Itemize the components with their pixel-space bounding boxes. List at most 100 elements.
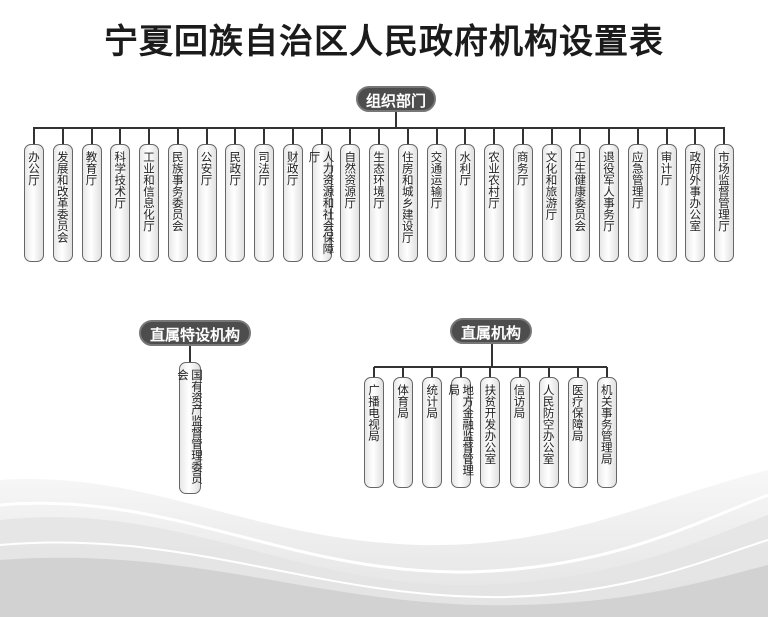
departments-connector (608, 128, 610, 144)
departments-unit-label: 政府外事办公室 (688, 151, 703, 232)
departments-unit-box: 自然资源厅 (340, 144, 361, 262)
departments-connector (320, 128, 323, 144)
direct-unit-box: 地方金融监督管理局 (447, 377, 475, 488)
direct-unit-box: 广播电视局 (364, 377, 384, 488)
direct-unit-label: 信访局 (512, 384, 527, 419)
departments-connector (493, 128, 495, 144)
departments-connector (435, 128, 438, 144)
departments-unit-label: 卫生健康委员会 (573, 151, 588, 232)
departments-unit-label: 退役军人事务厅 (602, 151, 616, 232)
departments-unit-box: 财政厅 (282, 144, 303, 262)
departments-unit-label: 办公厅 (27, 151, 41, 186)
direct-connector (489, 367, 492, 377)
departments-unit-label: 市场监督管理厅 (717, 151, 731, 232)
special-unit-box: 国有资产监督管理委员会 (176, 362, 204, 494)
departments-connector (723, 128, 725, 144)
departments-connector (61, 128, 64, 144)
special-unit-label: 国有资产监督管理委员会 (176, 369, 204, 484)
direct-connector (576, 367, 579, 377)
departments-unit-box: 人力资源和社会保障厅 (308, 144, 336, 262)
direct-connector (431, 367, 434, 377)
departments-connector (550, 128, 553, 144)
special-label: 直属特设机构 (139, 320, 251, 346)
direct-unit-label: 医疗保障局 (570, 384, 585, 442)
departments-connector (378, 128, 380, 144)
direct-unit-box: 体育局 (393, 377, 414, 488)
direct-unit-label: 广播电视局 (367, 384, 381, 442)
departments-unit-label: 人力资源和社会保障厅 (307, 151, 336, 255)
direct-unit-label: 机关事务管理局 (599, 384, 614, 465)
direct-unit-box: 统计局 (422, 377, 443, 488)
departments-connector (665, 128, 668, 144)
departments-unit-box: 科学技术厅 (110, 144, 131, 262)
departments-unit-box: 司法厅 (254, 144, 274, 262)
departments-unit-label: 民族事务委员会 (170, 151, 185, 232)
departments-unit-box: 审计厅 (656, 144, 677, 262)
departments-unit-label: 工业和信息化厅 (142, 151, 156, 232)
departments-unit-box: 民族事务委员会 (167, 144, 188, 262)
departments-connector (148, 128, 150, 144)
departments-connector (579, 128, 582, 144)
departments-unit-box: 生态环境厅 (369, 144, 389, 262)
departments-connector (119, 128, 122, 144)
departments-unit-label: 水利厅 (458, 151, 473, 186)
departments-connector (176, 128, 179, 144)
direct-connector (518, 367, 521, 377)
departments-unit-box: 交通运输厅 (426, 144, 447, 262)
departments-connector (349, 128, 352, 144)
departments-unit-label: 自然资源厅 (343, 151, 358, 209)
departments-unit-box: 工业和信息化厅 (139, 144, 159, 262)
direct-unit-box: 人民防空办公室 (538, 377, 559, 488)
departments-unit-label: 生态环境厅 (372, 151, 386, 209)
departments-unit-box: 卫生健康委员会 (570, 144, 591, 262)
departments-unit-label: 科学技术厅 (113, 151, 128, 209)
departments-unit-box: 民政厅 (225, 144, 246, 262)
departments-connector (636, 128, 639, 144)
departments-unit-label: 民政厅 (228, 151, 243, 186)
direct-unit-label: 统计局 (425, 384, 440, 419)
departments-connector (291, 128, 294, 144)
direct-unit-label: 体育局 (396, 384, 411, 419)
departments-unit-box: 应急管理厅 (627, 144, 648, 262)
departments-unit-label: 审计厅 (659, 151, 674, 186)
direct-connector (605, 367, 608, 377)
departments-unit-label: 文化和旅游厅 (544, 151, 559, 220)
direct-connector (460, 367, 463, 377)
departments-connector (263, 128, 265, 144)
departments-unit-box: 公安厅 (196, 144, 217, 262)
page-title: 宁夏回族自治区人民政府机构设置表 (104, 22, 664, 62)
special-stem (189, 346, 191, 364)
departments-label: 组织部门 (356, 86, 436, 112)
departments-unit-box: 文化和旅游厅 (541, 144, 562, 262)
departments-unit-label: 住房和城乡建设厅 (400, 151, 415, 243)
direct-connector (373, 367, 375, 377)
direct-unit-box: 医疗保障局 (567, 377, 588, 488)
departments-unit-box: 政府外事办公室 (685, 144, 706, 262)
departments-unit-label: 发展和改革委员会 (55, 151, 70, 243)
direct-connector (547, 367, 550, 377)
departments-connector (33, 128, 35, 144)
departments-connector (205, 128, 208, 144)
departments-unit-box: 水利厅 (455, 144, 476, 262)
direct-unit-label: 地方金融监督管理局 (447, 384, 476, 476)
departments-stem (395, 112, 397, 128)
departments-unit-box: 农业农村厅 (484, 144, 504, 262)
direct-unit-box: 扶贫开发办公室 (480, 377, 501, 488)
direct-unit-box: 机关事务管理局 (596, 377, 617, 488)
departments-unit-label: 司法厅 (257, 151, 271, 186)
direct-connector (402, 367, 405, 377)
direct-unit-label: 人民防空办公室 (541, 384, 556, 465)
direct-unit-box: 信访局 (509, 377, 530, 488)
departments-unit-label: 交通运输厅 (429, 151, 444, 209)
departments-unit-box: 住房和城乡建设厅 (397, 144, 418, 262)
departments-unit-box: 发展和改革委员会 (52, 144, 73, 262)
departments-unit-label: 教育厅 (84, 151, 99, 186)
departments-unit-box: 教育厅 (81, 144, 102, 262)
departments-unit-box: 商务厅 (512, 144, 533, 262)
departments-unit-label: 财政厅 (285, 151, 300, 186)
departments-unit-box: 办公厅 (24, 144, 44, 262)
departments-unit-label: 农业农村厅 (487, 151, 501, 209)
direct-unit-label: 扶贫开发办公室 (483, 384, 498, 465)
